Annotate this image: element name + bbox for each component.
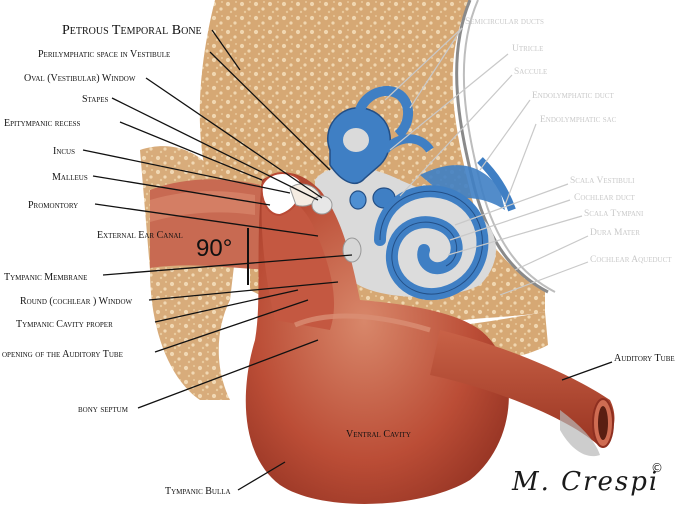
signature: M. Crespi: [511, 467, 659, 497]
label-stapes: Stapes: [82, 94, 109, 105]
label-cochlear-aqueduct: Cochlear Aqueduct: [590, 255, 672, 265]
label-tympanic-membrane: Tympanic Membrane: [4, 272, 87, 283]
leader-lines-right: [384, 27, 613, 381]
label-incus: Incus: [53, 146, 75, 157]
label-saccule: Saccule: [514, 67, 547, 77]
leader-lines-left: [82, 29, 353, 491]
label-bony-septum: bony septum: [78, 404, 129, 415]
copyright-symbol: ©: [651, 461, 663, 475]
label-round-window: Round (cochlear ) Window: [20, 296, 133, 307]
auditory-tube: [430, 330, 615, 445]
membranous-labyrinth: [327, 86, 516, 212]
label-petrous-temporal-bone: Petrous Temporal Bone: [62, 23, 202, 38]
label-promontory: Promontory: [28, 200, 78, 211]
label-cochlear-duct: Cochlear duct: [574, 193, 636, 203]
label-perilymphatic-space: Perilymphatic space in Vestibule: [38, 49, 170, 60]
label-tympanic-cavity-proper: Tympanic Cavity proper: [16, 319, 113, 330]
label-endolymphatic-sac: Endolymphatic sac: [540, 115, 617, 125]
label-malleus: Malleus: [52, 172, 88, 183]
angle-label: 90°: [196, 235, 232, 262]
label-epitympanic-recess: Epitympanic recess: [4, 118, 81, 129]
label-utricle: Utricle: [512, 44, 543, 54]
label-auditory-tube-opening: opening of the Auditory Tube: [2, 349, 123, 360]
label-ventral-cavity: Ventral Cavity: [346, 429, 411, 440]
label-external-ear-canal: External Ear Canal: [97, 230, 183, 241]
label-scala-vestibuli: Scala Vestibuli: [570, 176, 635, 186]
label-scala-tympani: Scala Tympani: [584, 209, 644, 219]
label-semicircular-ducts: Semicircular ducts: [465, 17, 544, 27]
cochlea: [374, 185, 489, 300]
label-auditory-tube: Auditory Tube: [614, 353, 675, 364]
label-endolymphatic-duct: Endolymphatic duct: [532, 91, 614, 101]
label-tympanic-bulla: Tympanic Bulla: [165, 486, 231, 497]
label-oval-window: Oval (Vestibular) Window: [24, 73, 136, 84]
label-dura-mater: Dura Mater: [590, 228, 640, 238]
